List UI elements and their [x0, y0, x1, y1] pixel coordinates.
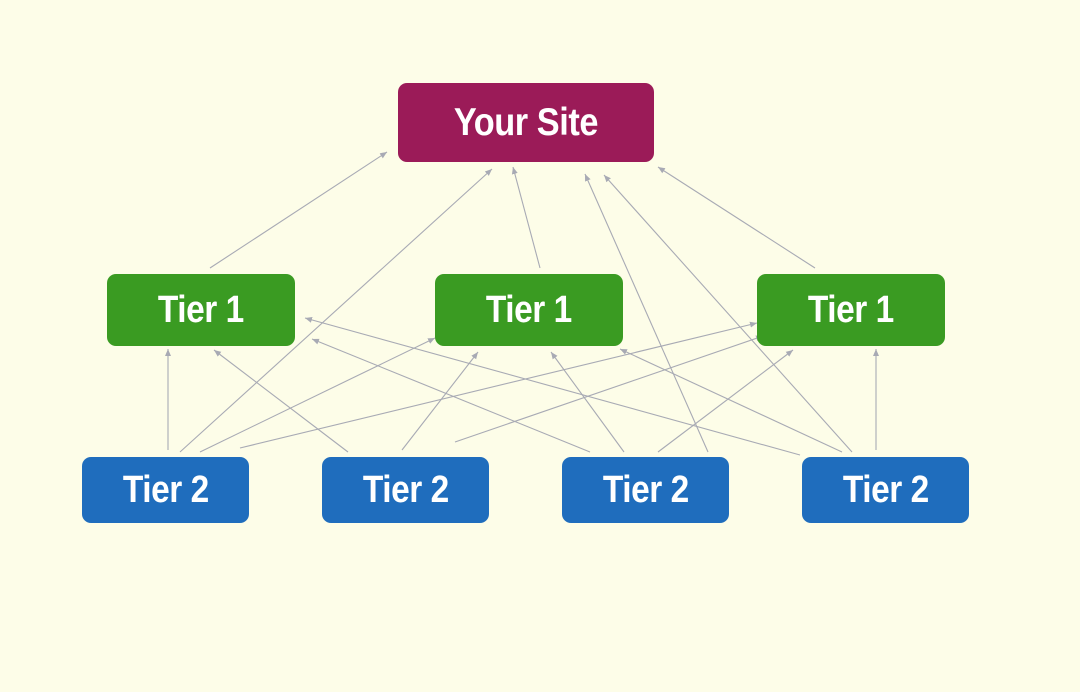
link-tier2-c-to-site: [584, 173, 709, 453]
tier2-node: Tier 2: [562, 457, 729, 523]
tier1-label: Tier 1: [808, 288, 894, 331]
link-tier1-b-to-site: [511, 166, 541, 269]
link-tier1-a-to-site: [209, 151, 388, 269]
link-tier2-b-to-tier1-a: [213, 349, 349, 453]
link-tier2-c-to-tier1-c: [657, 349, 794, 453]
link-tier2-a-to-tier1-c: [239, 321, 758, 449]
tier2-node: Tier 2: [322, 457, 489, 523]
tier2-label: Tier 2: [362, 468, 449, 511]
link-tier1-c-to-site: [657, 166, 816, 269]
tier2-label: Tier 2: [842, 468, 929, 511]
your-site-node: Your Site: [398, 83, 654, 162]
your-site-label: Your Site: [453, 100, 599, 144]
tier2-node: Tier 2: [802, 457, 969, 523]
tier2-node: Tier 2: [82, 457, 249, 523]
tier2-label: Tier 2: [122, 468, 209, 511]
tier1-node: Tier 1: [757, 274, 945, 346]
link-tier2-a-to-tier1-b: [199, 337, 436, 453]
link-tier2-d-to-tier1-a: [304, 316, 801, 456]
link-tier2-d-to-tier1-b: [619, 348, 843, 453]
link-tier2-b-to-tier1-c: [454, 335, 764, 443]
tier1-node: Tier 1: [435, 274, 623, 346]
tier2-label: Tier 2: [602, 468, 689, 511]
link-tier2-c-to-tier1-a: [311, 338, 591, 453]
tier1-label: Tier 1: [486, 288, 572, 331]
link-tier2-d-to-site: [603, 174, 853, 453]
tier1-node: Tier 1: [107, 274, 295, 346]
link-tier2-a-to-site: [179, 168, 493, 453]
tier1-label: Tier 1: [158, 288, 244, 331]
link-tier2-c-to-tier1-b: [550, 351, 625, 453]
link-tier2-b-to-tier1-b: [401, 351, 479, 451]
